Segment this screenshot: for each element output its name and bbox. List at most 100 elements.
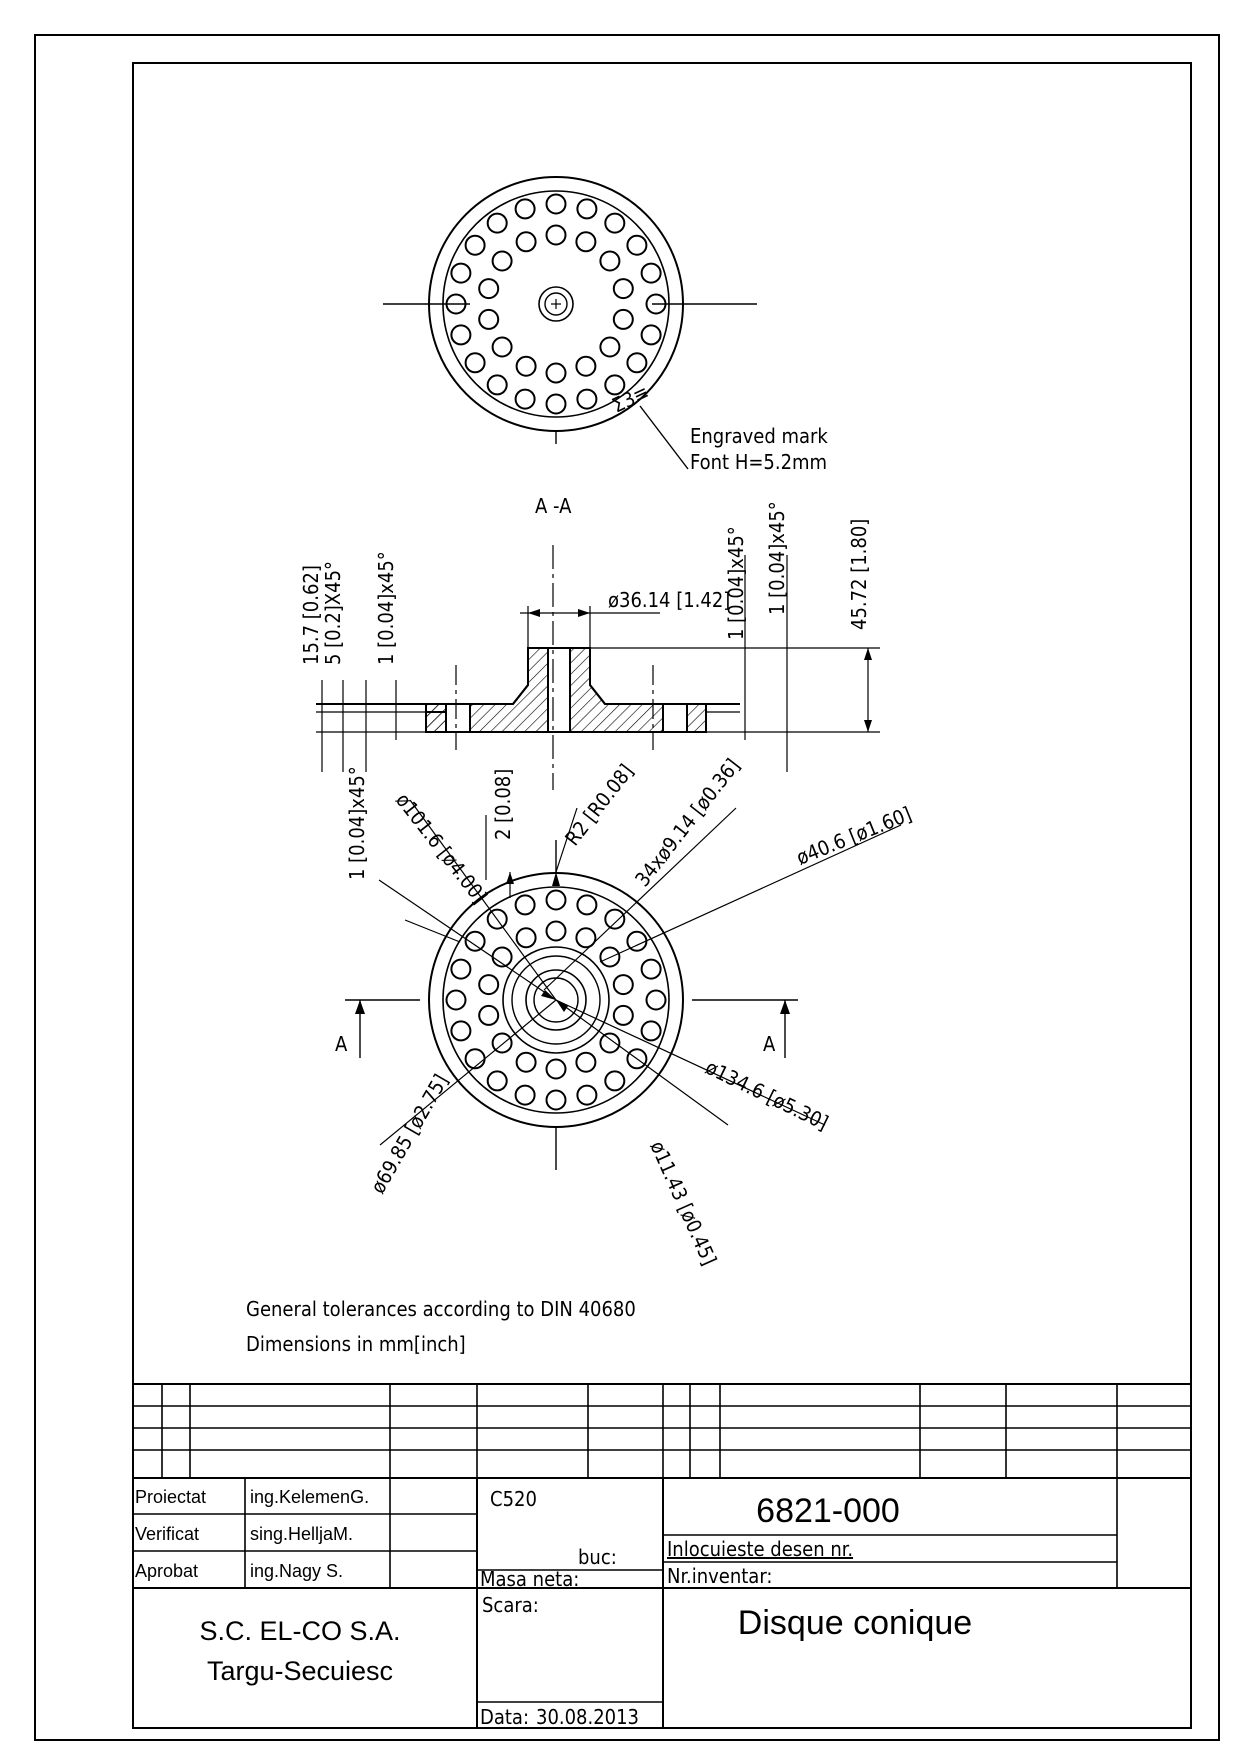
- hole: [612, 974, 634, 996]
- hole: [576, 1084, 598, 1106]
- hole: [478, 308, 500, 330]
- hole: [599, 250, 621, 272]
- dim-chamfer5: 5 [0.2]X45°: [321, 561, 345, 665]
- note-units: Dimensions in mm[inch]: [246, 1332, 466, 1356]
- section-marker-left: A: [335, 1032, 348, 1056]
- hole: [640, 958, 662, 980]
- hole: [599, 336, 621, 358]
- proiectat-label: Proiectat: [135, 1487, 206, 1507]
- hole: [450, 958, 472, 980]
- company-city: Targu-Secuiesc: [207, 1656, 393, 1686]
- section-view: [316, 545, 880, 790]
- hole: [545, 1089, 567, 1111]
- hole: [464, 234, 486, 256]
- dim-r2: R2 [R0.08]: [560, 759, 638, 850]
- aprobat-value: ing.Nagy S.: [250, 1561, 343, 1581]
- hole: [645, 989, 667, 1011]
- hole: [612, 278, 634, 300]
- hole: [612, 308, 634, 330]
- data-value: 30.08.2013: [536, 1705, 639, 1729]
- bottom-view-arrows: [355, 872, 790, 1014]
- hole: [450, 1020, 472, 1042]
- drawing-number: 6821-000: [756, 1492, 900, 1530]
- engraved-mark-note-2: Font H=5.2mm: [690, 450, 827, 474]
- top-view: [383, 176, 757, 470]
- dim-11-43: ø11.43 [ø0.45]: [645, 1137, 721, 1269]
- hole: [640, 262, 662, 284]
- hole: [575, 1051, 597, 1073]
- verificat-label: Verificat: [135, 1524, 199, 1544]
- scara-label: Scara:: [482, 1593, 539, 1617]
- dim-chamfer1-right: 1 [0.04]x45°: [765, 501, 789, 615]
- replaces-label: Inlocuieste desen nr.: [667, 1537, 853, 1561]
- hole: [515, 355, 537, 377]
- hole: [515, 927, 537, 949]
- buc-label: buc:: [578, 1545, 617, 1569]
- bottom-view: [345, 799, 902, 1170]
- title-block-grid: [133, 1383, 1191, 1728]
- hole: [478, 974, 500, 996]
- hole: [545, 193, 567, 215]
- hole: [545, 1058, 567, 1080]
- dim-outer-dia: ø101.6 [ø4.00]: [391, 788, 492, 908]
- hole: [486, 374, 508, 396]
- company-name: S.C. EL-CO S.A.: [199, 1616, 400, 1646]
- hole: [515, 231, 537, 253]
- hole: [545, 393, 567, 415]
- material: C520: [490, 1487, 537, 1511]
- engraved-mark-note-1: Engraved mark: [690, 424, 828, 448]
- data-label: Data:: [480, 1705, 529, 1729]
- hole: [575, 927, 597, 949]
- hole: [545, 224, 567, 246]
- hole: [486, 1070, 508, 1092]
- hole: [514, 1084, 536, 1106]
- hole: [450, 262, 472, 284]
- proiectat-value: ing.KelemenG.: [250, 1487, 369, 1507]
- dim-bore: ø36.14 [1.42]: [608, 588, 730, 612]
- hole: [575, 231, 597, 253]
- hole: [545, 920, 567, 942]
- hole: [599, 1032, 621, 1054]
- part-name: Disque conique: [738, 1604, 972, 1642]
- hole: [545, 889, 567, 911]
- hole: [576, 198, 598, 220]
- dim-40-6: ø40.6 [ø1.60]: [793, 802, 915, 870]
- section-marker-right: A: [763, 1032, 776, 1056]
- hole: [626, 352, 648, 374]
- hole: [575, 355, 597, 377]
- hole: [478, 278, 500, 300]
- hole: [491, 336, 513, 358]
- hole: [478, 1004, 500, 1026]
- section-dimension-arrows: [528, 609, 872, 732]
- hole: [604, 1070, 626, 1092]
- hole: [514, 198, 536, 220]
- hole: [576, 388, 598, 410]
- hole: [604, 374, 626, 396]
- hole: [464, 1048, 486, 1070]
- dim-height: 45.72 [1.80]: [847, 519, 871, 630]
- dim-134-6: ø134.6 [ø5.30]: [702, 1055, 832, 1135]
- hole: [515, 1051, 537, 1073]
- hole: [445, 989, 467, 1011]
- dim-chamfer1-left: 1 [0.04]x45°: [374, 551, 398, 665]
- dim-bottom-chamfer: 1 [0.04]x45°: [345, 766, 369, 880]
- outer-frame: [34, 34, 1220, 1741]
- inventory-label: Nr.inventar:: [667, 1564, 772, 1588]
- hole: [612, 1004, 634, 1026]
- hole: [576, 894, 598, 916]
- dim-15-7: 15.7 [0.62]: [299, 565, 323, 665]
- section-title: A -A: [535, 494, 572, 518]
- dim-2: 2 [0.08]: [491, 769, 515, 840]
- dim-chamfer1-mid: 1 [0.04]x45°: [724, 526, 748, 640]
- hole: [626, 234, 648, 256]
- hole: [491, 250, 513, 272]
- dim-holes: 34xø9.14 [ø0.36]: [630, 754, 745, 891]
- hole: [604, 908, 626, 930]
- hole: [514, 894, 536, 916]
- hole: [450, 324, 472, 346]
- hole: [464, 930, 486, 952]
- masa-label: Masa neta:: [480, 1567, 579, 1591]
- hole: [604, 212, 626, 234]
- hole: [545, 362, 567, 384]
